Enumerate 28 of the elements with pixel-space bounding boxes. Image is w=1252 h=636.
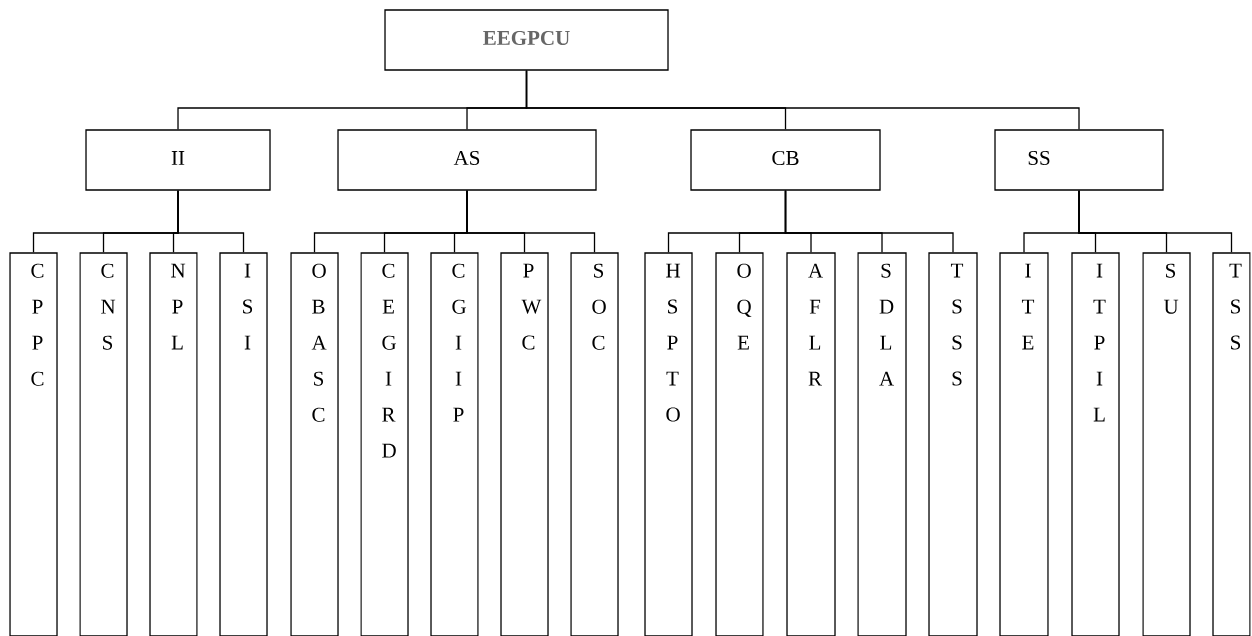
column-box: O B A S C bbox=[290, 252, 339, 636]
connector-line bbox=[784, 190, 954, 253]
column-box: I T E bbox=[999, 252, 1049, 636]
column-box: T S S S bbox=[928, 252, 978, 636]
column-box: C N S bbox=[79, 252, 128, 636]
column-box: I T P I L bbox=[1071, 252, 1120, 636]
column-box: C P P C bbox=[9, 252, 58, 636]
category-box: AS bbox=[337, 129, 597, 191]
column-box: P W C bbox=[500, 252, 549, 636]
column-box: S D L A bbox=[857, 252, 907, 636]
column-box: I S I bbox=[219, 252, 268, 636]
column-box: A F L R bbox=[786, 252, 836, 636]
column-box: C G I I P bbox=[430, 252, 479, 636]
category-box: II bbox=[85, 129, 271, 191]
column-box: T S S bbox=[1212, 252, 1251, 636]
column-box: S O C bbox=[570, 252, 619, 636]
category-box: CB bbox=[690, 129, 881, 191]
column-box: C E G I R D bbox=[360, 252, 409, 636]
connector-line bbox=[466, 190, 596, 253]
title-box: EEGPCU bbox=[384, 9, 669, 71]
connector-line bbox=[525, 70, 1080, 130]
connector-line bbox=[1078, 190, 1233, 253]
column-box: S U bbox=[1142, 252, 1191, 636]
column-box: H S P T O bbox=[644, 252, 693, 636]
column-box: O Q E bbox=[715, 252, 764, 636]
column-box: N P L bbox=[149, 252, 198, 636]
category-box: SS bbox=[994, 129, 1164, 191]
connector-line bbox=[177, 190, 245, 253]
